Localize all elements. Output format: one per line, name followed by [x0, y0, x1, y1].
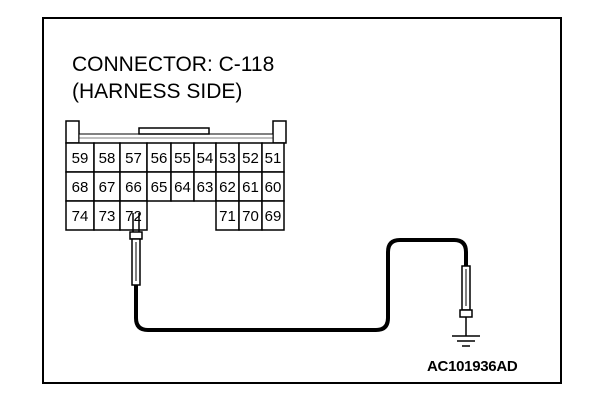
pin-label-66: 66	[125, 179, 142, 196]
pin-label-68: 68	[72, 179, 89, 196]
pin-label-55: 55	[174, 150, 191, 167]
pin-label-60: 60	[265, 179, 282, 196]
pin-label-64: 64	[174, 179, 191, 196]
ground-symbol-icon	[452, 335, 480, 347]
pin-label-62: 62	[219, 179, 236, 196]
pin-cell-68	[65, 171, 95, 202]
pin-label-74: 74	[72, 208, 89, 225]
connector-housing	[65, 120, 287, 144]
pin-label-65: 65	[151, 179, 168, 196]
pin-label-70: 70	[242, 208, 259, 225]
test-lead	[129, 213, 480, 347]
pin-label-61: 61	[242, 179, 259, 196]
pin-label-67: 67	[99, 179, 116, 196]
pin-label-51: 51	[265, 150, 282, 167]
pin-cell-69	[261, 200, 285, 231]
pin-label-56: 56	[151, 150, 168, 167]
pin-cell-74	[65, 200, 95, 231]
figure-id: AC101936AD	[427, 358, 518, 375]
pin-label-58: 58	[99, 150, 116, 167]
pin-label-73: 73	[99, 208, 116, 225]
ground-probe-icon	[459, 265, 473, 336]
pin-label-59: 59	[72, 150, 89, 167]
connector-title: CONNECTOR: C-118	[72, 53, 275, 76]
pin-grid: 59 58 57 56 55 54 53 52 51 68 67 66 65 64 63 62 61 60 74 73…	[65, 142, 285, 231]
pin-cell-57	[119, 142, 148, 173]
pin-label-69: 69	[265, 208, 282, 225]
pin-label-52: 52	[242, 150, 259, 167]
diagram-frame	[42, 17, 562, 384]
connector-subtitle: (HARNESS SIDE)	[72, 80, 243, 103]
pin-label-54: 54	[197, 150, 214, 167]
pin-cell-65	[146, 171, 172, 202]
pin-label-63: 63	[197, 179, 214, 196]
pin-cell-66	[119, 171, 148, 202]
pin-label-53: 53	[219, 150, 236, 167]
pin-label-57: 57	[125, 150, 142, 167]
pin-label-71: 71	[219, 208, 236, 225]
